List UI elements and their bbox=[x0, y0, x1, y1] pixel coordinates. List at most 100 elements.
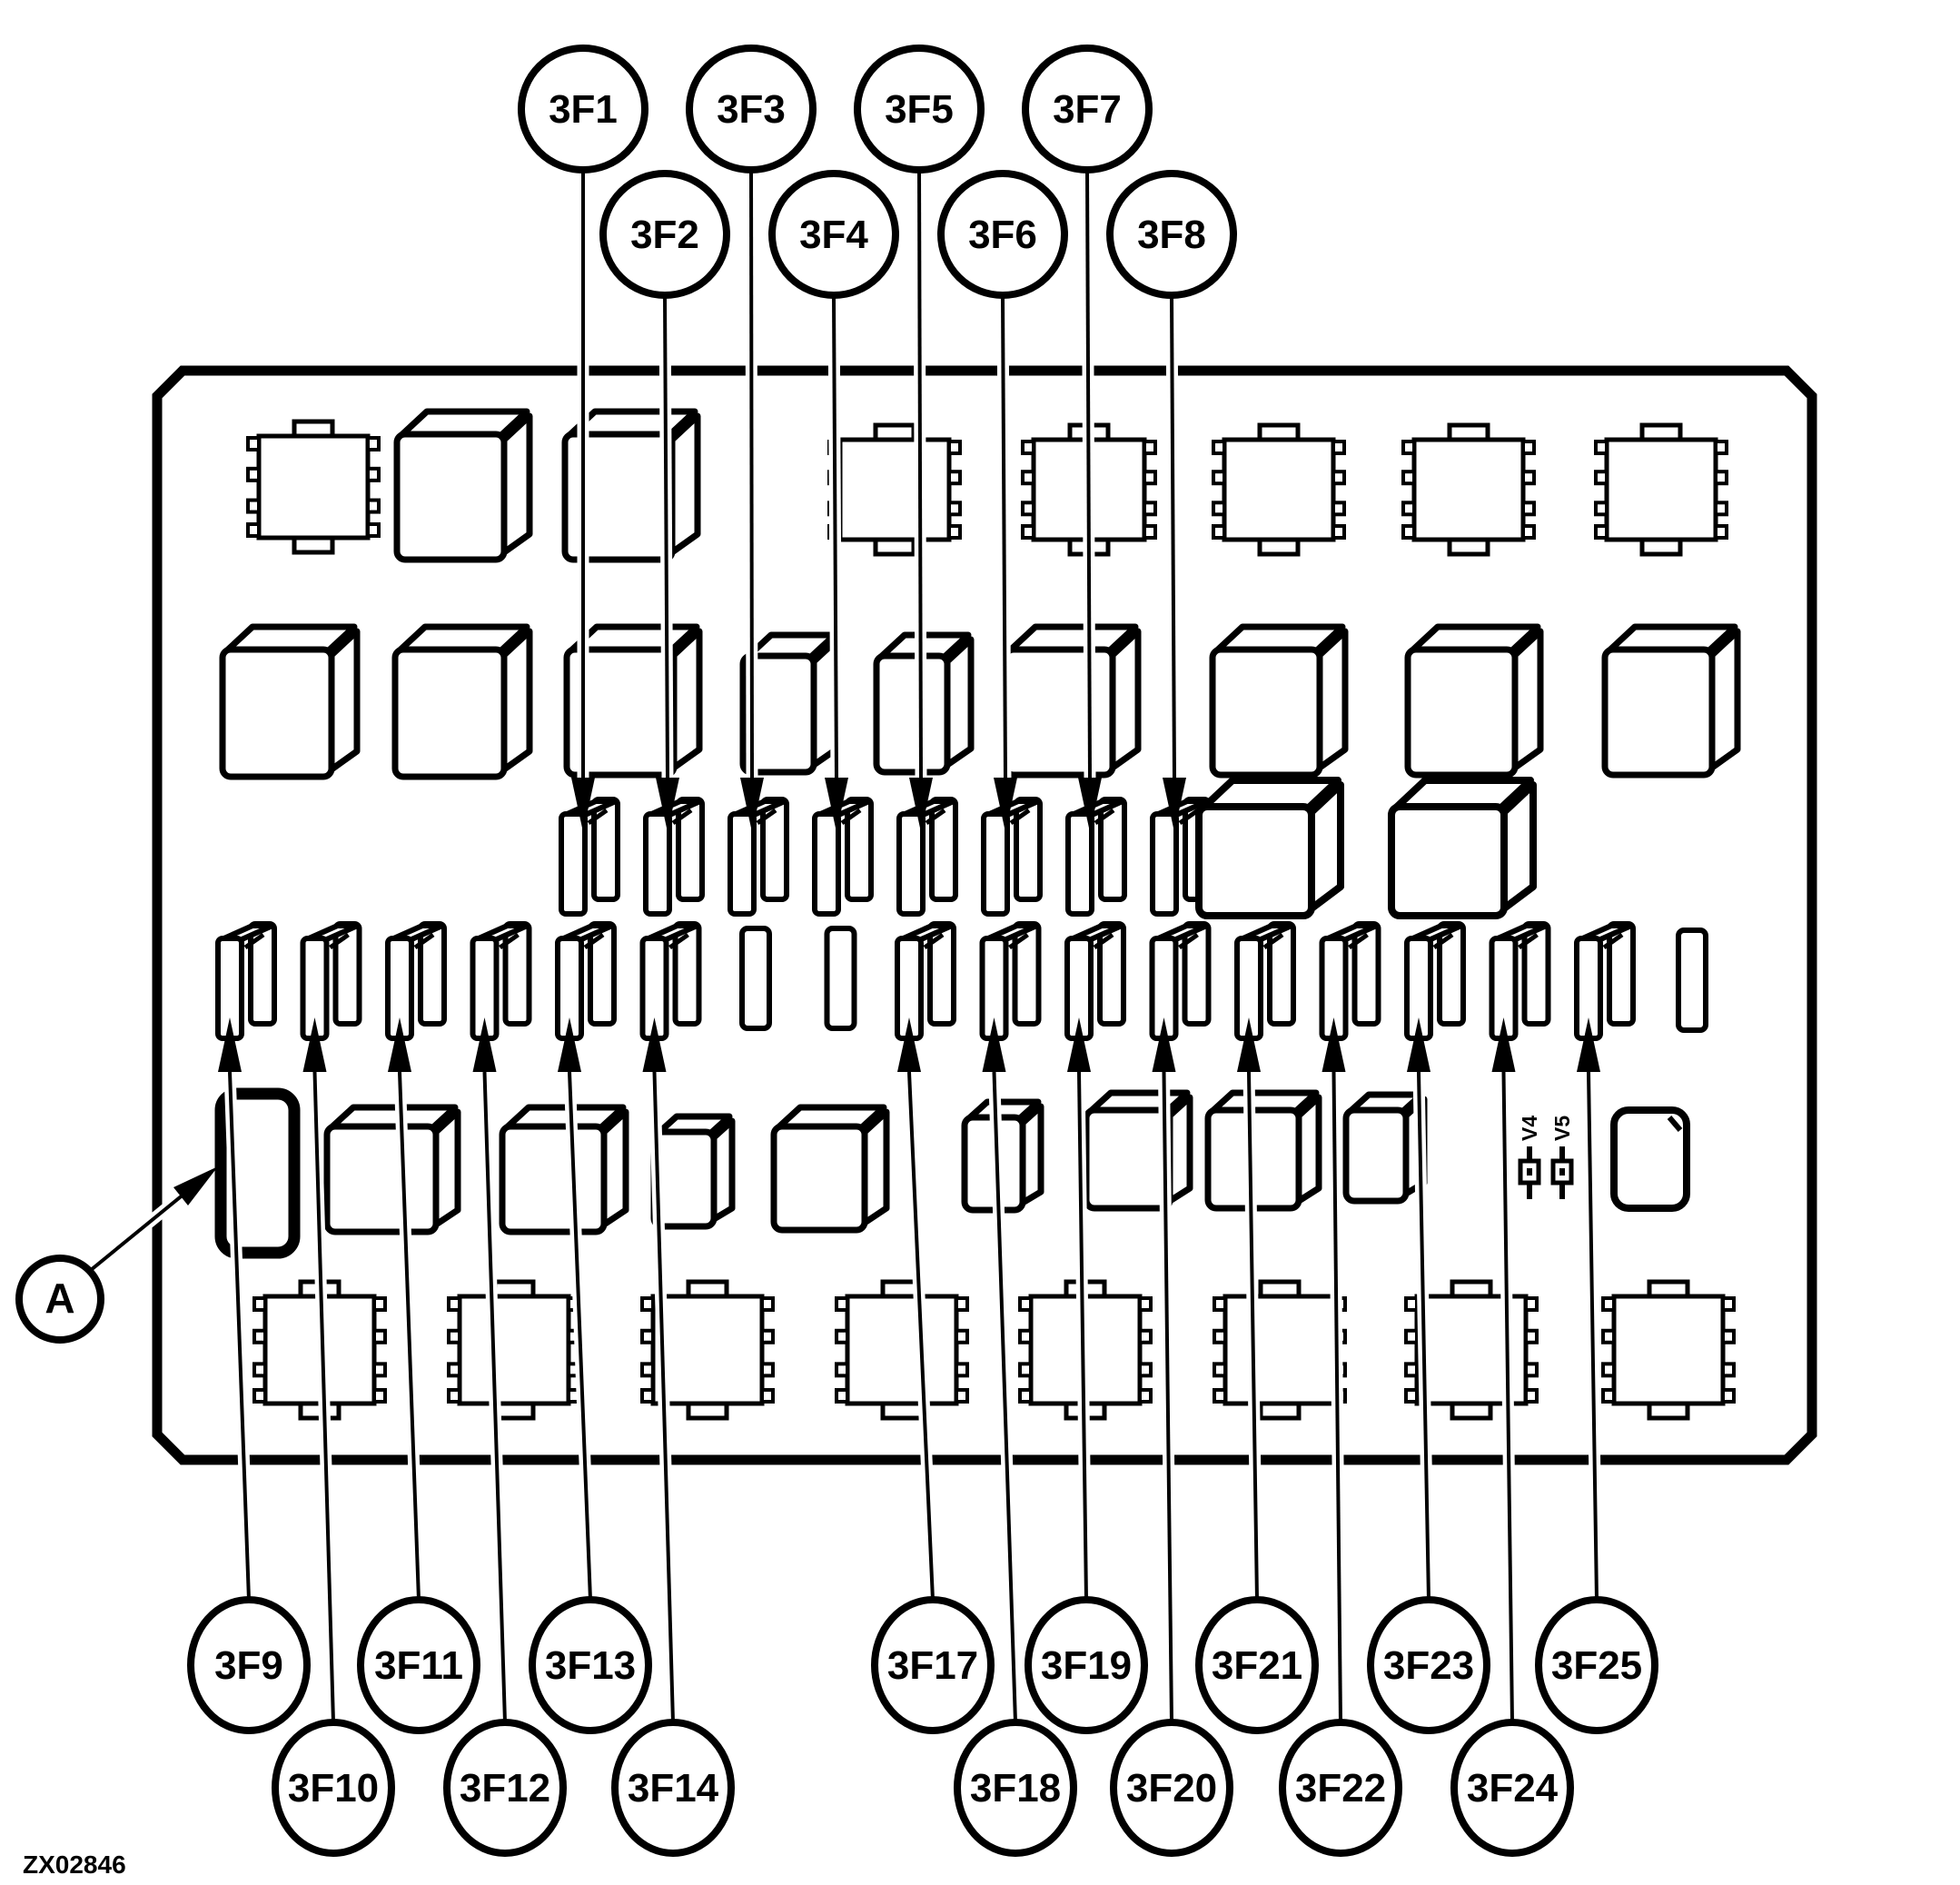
callout-leader-arrow bbox=[994, 293, 1017, 832]
connector-socket bbox=[246, 419, 381, 555]
callout-leader-arrow bbox=[1152, 1017, 1178, 1723]
callout-3f20: 3F20 bbox=[1110, 1719, 1233, 1857]
relay-module bbox=[391, 623, 533, 780]
callout-3f12-label: 3F12 bbox=[460, 1766, 550, 1811]
callout-leader-arrow bbox=[982, 1017, 1022, 1723]
callout-3f19: 3F19 bbox=[1025, 1596, 1148, 1734]
callout-3f22: 3F22 bbox=[1279, 1719, 1402, 1857]
callout-3f14-label: 3F14 bbox=[628, 1766, 719, 1811]
connector-socket bbox=[835, 1279, 969, 1421]
callout-leader-arrow bbox=[909, 168, 933, 832]
relay-module bbox=[1195, 777, 1344, 919]
callout-3f4-label: 3F4 bbox=[799, 213, 868, 257]
callout-3f3-label: 3F3 bbox=[717, 87, 786, 132]
relay-module bbox=[1342, 1091, 1428, 1205]
connector-socket bbox=[640, 1279, 775, 1421]
callout-leader-arrow bbox=[571, 169, 595, 832]
callout-leader-arrow bbox=[825, 293, 848, 832]
connector-socket bbox=[1601, 1279, 1736, 1421]
relay-module bbox=[1601, 623, 1741, 779]
empty-fuse-slot bbox=[739, 926, 772, 1031]
empty-fuse-slot bbox=[824, 926, 857, 1031]
callout-3f2: 3F2 bbox=[599, 170, 730, 299]
callout-3f13: 3F13 bbox=[529, 1596, 652, 1734]
connector-socket bbox=[1594, 422, 1728, 557]
relay-module bbox=[650, 1113, 736, 1230]
callout-leader-arrow bbox=[558, 1017, 597, 1601]
callout-3f8: 3F8 bbox=[1106, 170, 1237, 299]
callout-3f24: 3F24 bbox=[1450, 1719, 1574, 1857]
callout-3f10: 3F10 bbox=[272, 1719, 395, 1857]
callout-3f23-label: 3F23 bbox=[1383, 1643, 1474, 1688]
fuse bbox=[385, 921, 447, 1041]
relay-module bbox=[1002, 623, 1142, 779]
callout-3f18-label: 3F18 bbox=[970, 1766, 1061, 1811]
callout-3f5: 3F5 bbox=[854, 45, 985, 174]
callout-leader-arrow bbox=[1067, 1017, 1093, 1601]
relay-module bbox=[1388, 777, 1537, 919]
fuse bbox=[895, 921, 956, 1041]
fuse bbox=[643, 797, 705, 917]
fuse bbox=[470, 921, 532, 1041]
callout-3f7-label: 3F7 bbox=[1053, 87, 1122, 132]
callout-leader-arrow bbox=[472, 1017, 511, 1723]
fuse bbox=[979, 921, 1042, 1041]
relay-module bbox=[219, 623, 361, 780]
fuse bbox=[1319, 921, 1381, 1041]
fuse bbox=[555, 921, 617, 1041]
fuse bbox=[728, 797, 789, 917]
connector-socket bbox=[1213, 1279, 1347, 1421]
fuse bbox=[812, 797, 874, 917]
callout-3f3: 3F3 bbox=[686, 45, 817, 174]
callout-3f13-label: 3F13 bbox=[545, 1643, 636, 1688]
callout-3f1-label: 3F1 bbox=[549, 87, 618, 132]
fuse bbox=[639, 921, 702, 1041]
callout-3f1: 3F1 bbox=[518, 45, 648, 174]
fuse bbox=[1489, 921, 1551, 1041]
callout-3f10-label: 3F10 bbox=[288, 1766, 379, 1811]
relay-module bbox=[393, 408, 533, 563]
callout-3f20-label: 3F20 bbox=[1126, 1766, 1217, 1811]
callout-leader-arrow bbox=[1237, 1017, 1263, 1601]
callout-leader-arrow bbox=[218, 1017, 255, 1601]
fuse bbox=[1065, 797, 1127, 917]
callout-3f11-label: 3F11 bbox=[374, 1643, 463, 1688]
figure-code: ZX02846 bbox=[23, 1850, 126, 1879]
callout-3f8-label: 3F8 bbox=[1137, 213, 1206, 257]
diode-v5-label: V5 bbox=[1550, 1116, 1574, 1141]
fuse bbox=[559, 797, 620, 917]
callout-3f21: 3F21 bbox=[1195, 1596, 1319, 1734]
diode-v4: V4 bbox=[1518, 1116, 1541, 1199]
connector-socket bbox=[1212, 422, 1346, 557]
relay-module bbox=[1204, 1089, 1322, 1212]
callout-3f6: 3F6 bbox=[937, 170, 1068, 299]
callout-3f2-label: 3F2 bbox=[630, 213, 699, 257]
callout-3f9: 3F9 bbox=[187, 1596, 311, 1734]
callout-3f25: 3F25 bbox=[1535, 1596, 1658, 1734]
fuse bbox=[1149, 921, 1212, 1041]
callout-leader-arrow bbox=[1163, 293, 1186, 832]
callout-leader-arrow bbox=[1322, 1017, 1347, 1723]
diode-v5: V5 bbox=[1550, 1116, 1574, 1199]
fuse bbox=[896, 797, 958, 917]
callout-3f17: 3F17 bbox=[871, 1596, 995, 1734]
callout-3f17-label: 3F17 bbox=[887, 1643, 978, 1688]
relay-module bbox=[1083, 1089, 1193, 1212]
callout-3f6-label: 3F6 bbox=[968, 213, 1037, 257]
relay-module bbox=[1610, 1106, 1690, 1212]
callout-leader-arrow bbox=[656, 293, 679, 832]
empty-fuse-slot bbox=[1676, 928, 1708, 1033]
callout-leader-arrow bbox=[388, 1017, 425, 1601]
relay-module bbox=[770, 1104, 890, 1234]
fuse bbox=[1234, 921, 1296, 1041]
callout-3f11: 3F11 bbox=[357, 1596, 480, 1734]
fuse bbox=[215, 921, 277, 1041]
callout-3f12: 3F12 bbox=[443, 1719, 567, 1857]
callout-3f14: 3F14 bbox=[611, 1719, 735, 1857]
callout-3f5-label: 3F5 bbox=[885, 87, 954, 132]
callout-3f7: 3F7 bbox=[1022, 45, 1153, 174]
relay-module bbox=[1404, 623, 1544, 779]
callout-3f9-label: 3F9 bbox=[214, 1643, 283, 1688]
callout-leader-arrow bbox=[897, 1017, 939, 1601]
